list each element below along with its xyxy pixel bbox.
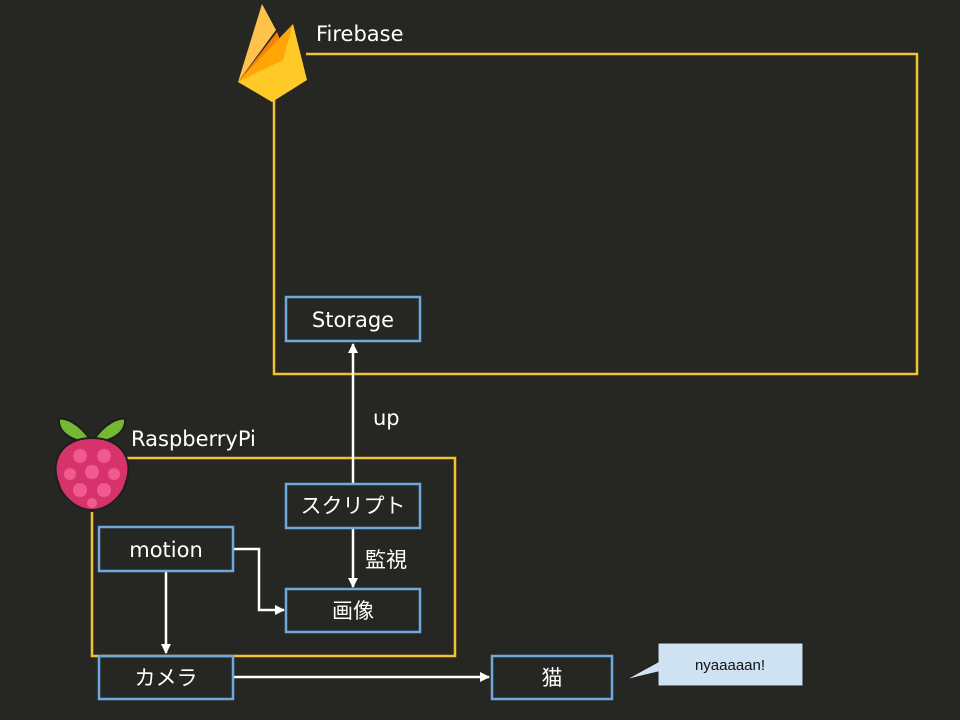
firebase-logo-icon [238,4,307,102]
firebase-group: Firebase [238,4,919,376]
edge-label-up: up [373,406,400,430]
node-camera: カメラ [97,654,235,701]
node-script: スクリプト [284,482,422,530]
speech-bubble-text: nyaaaaan! [695,657,765,674]
edges [161,343,490,682]
edge-label-watch: 監視 [365,548,407,572]
raspberrypi-group: RaspberryPi [54,417,457,658]
firebase-group-label: Firebase [316,22,404,46]
node-storage: Storage [284,295,422,343]
node-motion: motion [97,525,235,573]
node-motion-label: motion [129,538,203,562]
firebase-group-border [272,52,919,376]
edge-motion-to-image [234,547,285,615]
node-camera-label: カメラ [135,666,198,690]
node-cat-label: 猫 [542,666,563,690]
node-storage-label: Storage [312,308,394,332]
node-image-label: 画像 [332,599,374,623]
raspberrypi-group-border [90,456,457,658]
raspberrypi-group-label: RaspberryPi [131,427,256,451]
node-script-label: スクリプト [301,494,406,518]
speech-bubble: nyaaaaan! [624,642,804,687]
node-image: 画像 [284,587,422,634]
raspberry-pi-logo-icon [54,417,130,512]
node-cat: 猫 [490,654,614,701]
